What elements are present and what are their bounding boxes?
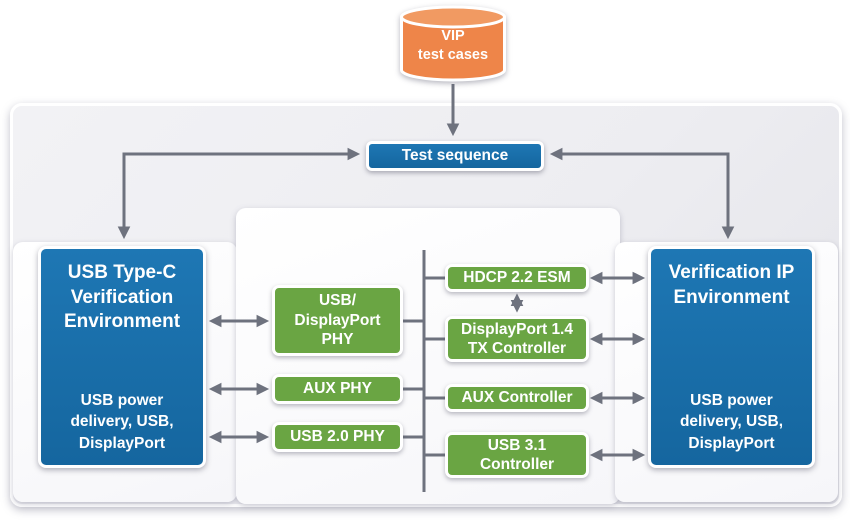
usb-displayport-phy-box: USB/ DisplayPort PHY [272, 285, 403, 356]
usb-typec-env-box: USB Type-C Verification Environment USB … [38, 246, 206, 468]
cylinder-body [400, 15, 506, 82]
aux-phy-label: AUX PHY [303, 380, 372, 398]
test-sequence-label: Test sequence [401, 147, 509, 164]
verification-ip-env-box: Verification IP Environment USB power de… [648, 246, 815, 468]
usb31-controller-label: USB 3.1 Controller [479, 436, 555, 473]
usb-typec-env-subtitle: USB power delivery, USB, DisplayPort [70, 391, 174, 452]
cylinder-top [400, 5, 506, 29]
hdcp-esm-label: HDCP 2.2 ESM [463, 269, 571, 287]
test-sequence-box: Test sequence [366, 141, 544, 171]
verification-ip-env-title: Verification IP Environment [668, 262, 795, 308]
vip-test-cases-label: VIP test cases [417, 28, 489, 63]
usb20-phy-box: USB 2.0 PHY [272, 422, 403, 452]
aux-controller-box: AUX Controller [445, 384, 589, 412]
usb-typec-env-title: USB Type-C Verification Environment [63, 262, 181, 333]
hdcp-esm-box: HDCP 2.2 ESM [445, 264, 589, 292]
aux-phy-box: AUX PHY [272, 374, 403, 404]
usb-displayport-phy-label: USB/ DisplayPort PHY [294, 292, 381, 349]
vip-test-cases-cylinder [400, 5, 506, 82]
usb31-controller-box: USB 3.1 Controller [445, 432, 589, 478]
aux-controller-label: AUX Controller [461, 389, 573, 407]
displayport-tx-controller-label: DisplayPort 1.4 TX Controller [461, 320, 573, 357]
usb20-phy-label: USB 2.0 PHY [290, 428, 385, 446]
verification-ip-env-subtitle: USB power delivery, USB, DisplayPort [679, 391, 784, 452]
displayport-tx-controller-box: DisplayPort 1.4 TX Controller [445, 316, 589, 362]
